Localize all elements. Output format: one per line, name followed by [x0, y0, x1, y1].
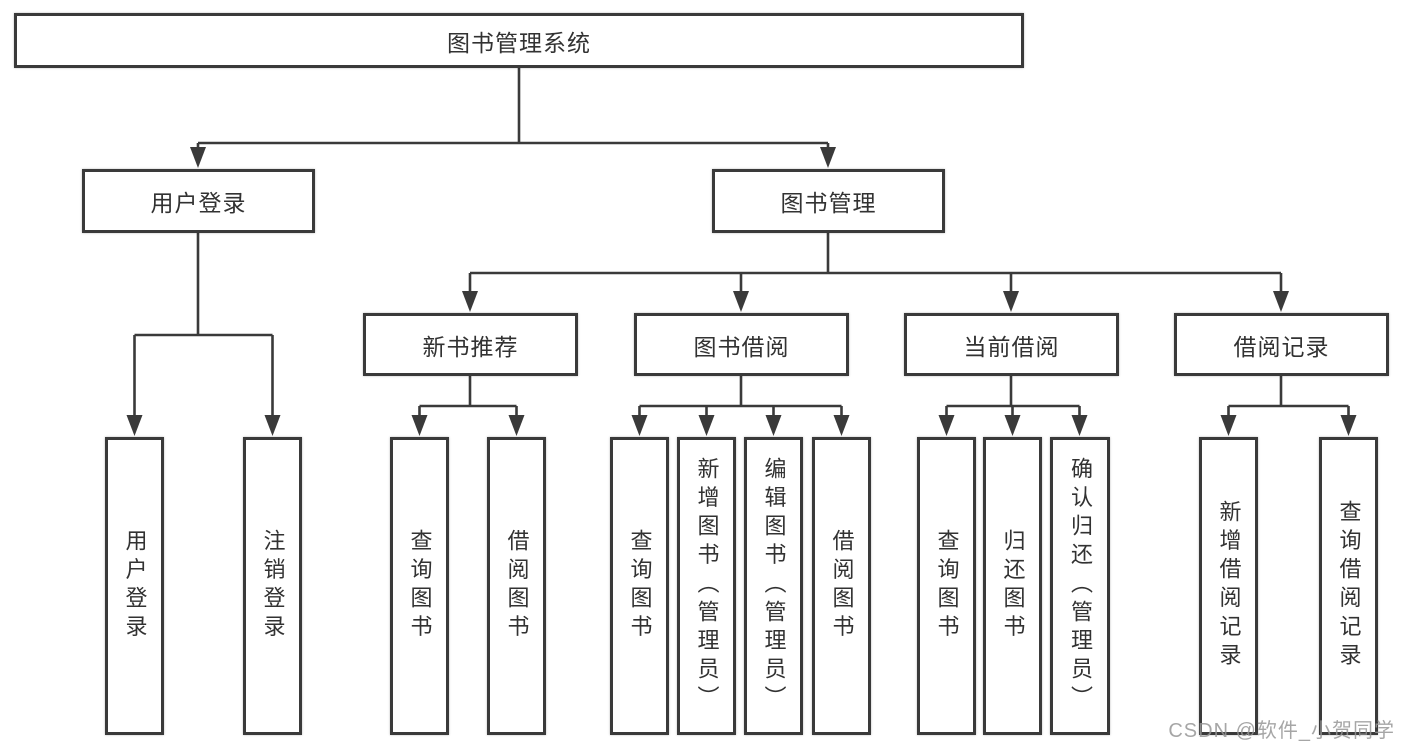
leaf-query-borrow-record: 查询借阅记录: [1319, 437, 1378, 735]
leaf-confirm-return-admin: 确认归还（管理员）: [1050, 437, 1110, 735]
connector-records-to-leaves: [1227, 376, 1350, 418]
leaf-edit-books-admin: 编辑图书（管理员）: [744, 437, 803, 735]
csdn-watermark: CSDN @软件_小贺同学: [1168, 720, 1395, 742]
arrowheads: [126, 147, 1357, 436]
leaf-query-books-borrowing: 查询图书: [610, 437, 669, 735]
node-new-book-recommend: 新书推荐: [363, 313, 578, 376]
node-book-borrowing: 图书借阅: [634, 313, 849, 376]
leaf-add-books-admin: 新增图书（管理员）: [677, 437, 736, 735]
node-borrowing-records: 借阅记录: [1174, 313, 1389, 376]
connector-borrow-to-leaves: [638, 376, 843, 418]
leaf-user-login: 用户登录: [105, 437, 164, 735]
leaf-query-books-current: 查询图书: [917, 437, 976, 735]
leaf-return-books: 归还图书: [983, 437, 1042, 735]
leaf-logout: 注销登录: [243, 437, 302, 735]
connector-bookmgmt-to-level3: [468, 233, 1283, 294]
leaf-borrow-books: 借阅图书: [812, 437, 871, 735]
connector-current-to-leaves: [945, 376, 1081, 418]
leaf-borrow-books-recommend: 借阅图书: [487, 437, 546, 735]
node-current-borrowing: 当前借阅: [904, 313, 1119, 376]
leaf-query-books-recommend: 查询图书: [390, 437, 449, 735]
connector-userlogin-to-leaves: [133, 233, 274, 418]
connector-newbook-to-leaves: [418, 376, 518, 418]
node-user-login: 用户登录: [82, 169, 315, 233]
node-book-management: 图书管理: [712, 169, 945, 233]
node-library-system: 图书管理系统: [14, 13, 1024, 68]
connector-root-to-level2: [196, 68, 830, 150]
leaf-add-borrow-record: 新增借阅记录: [1199, 437, 1258, 735]
